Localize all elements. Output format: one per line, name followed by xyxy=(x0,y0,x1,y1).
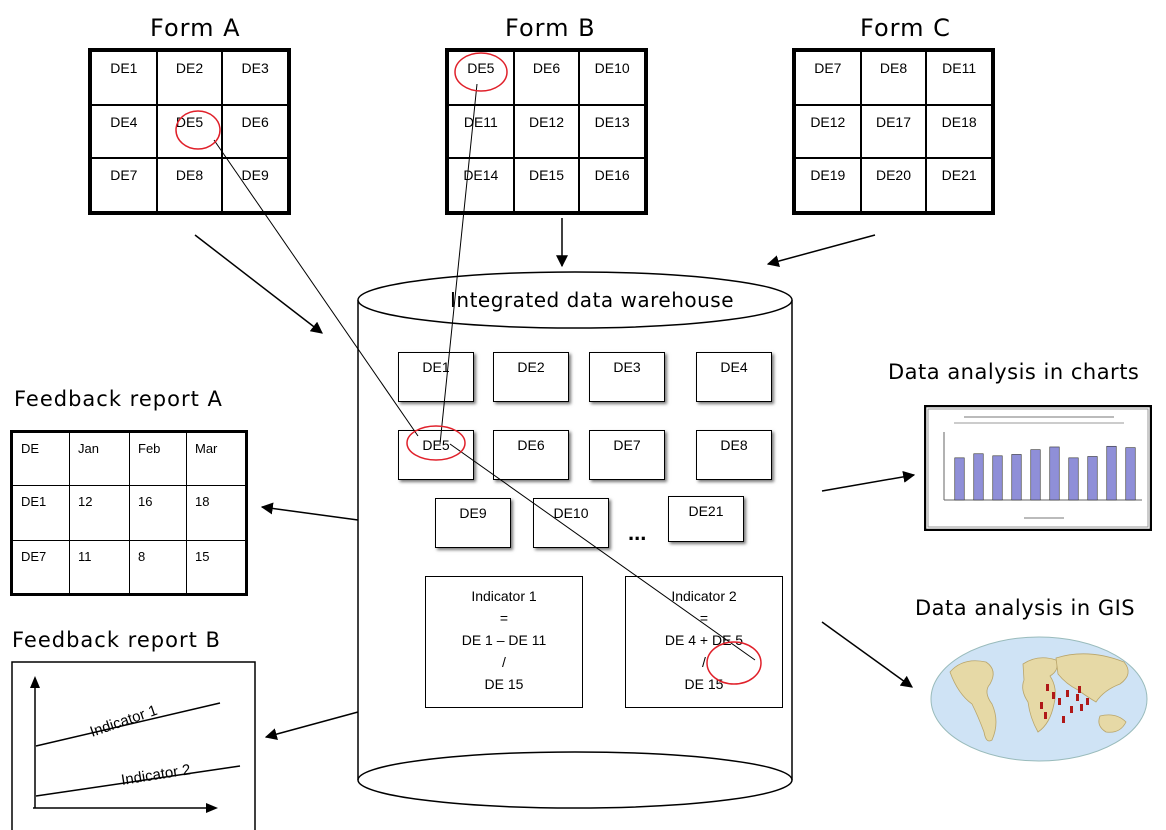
form-cell: DE3 xyxy=(222,51,288,105)
feedback-b-title: Feedback report B xyxy=(12,628,221,652)
form-c-grid: DE7 DE8 DE11 DE12 DE17 DE18 DE19 DE20 DE… xyxy=(792,48,995,215)
warehouse-element: DE21 xyxy=(668,496,744,542)
gis-map-thumbnail xyxy=(930,636,1148,762)
indicator-eq: = xyxy=(499,610,509,626)
map-marker xyxy=(1058,698,1061,705)
form-a-title: Form A xyxy=(150,14,241,42)
table-cell: DE xyxy=(11,430,70,487)
form-cell: DE12 xyxy=(795,104,861,159)
indicator-name: Indicator 1 xyxy=(471,588,537,604)
map-marker xyxy=(1076,694,1079,701)
warehouse-element: DE6 xyxy=(493,430,569,480)
land-australia xyxy=(1098,714,1127,733)
form-cell: DE7 xyxy=(91,158,157,212)
form-cell: DE11 xyxy=(926,51,992,105)
form-cell: DE13 xyxy=(579,104,645,159)
form-cell: DE8 xyxy=(860,51,927,105)
form-cell: DE4 xyxy=(91,104,157,159)
map-marker xyxy=(1046,684,1049,691)
map-marker xyxy=(1052,692,1055,699)
indicator-2-box: Indicator 2 = DE 4 + DE 5 / DE 15 xyxy=(625,576,783,708)
form-cell: DE7 xyxy=(795,51,861,105)
chart-bar xyxy=(973,453,984,501)
indicator-name: Indicator 2 xyxy=(671,588,737,604)
chart-bar xyxy=(1030,449,1041,501)
table-row: DE1 12 16 18 xyxy=(11,485,247,541)
table-cell: 11 xyxy=(69,539,130,596)
map-marker xyxy=(1040,702,1043,709)
warehouse-element: DE7 xyxy=(589,430,665,480)
land-americas xyxy=(949,660,997,742)
form-cell: DE19 xyxy=(795,158,861,212)
chart-bar xyxy=(1011,454,1022,501)
charts-title: Data analysis in charts xyxy=(888,360,1140,384)
form-cell: DE15 xyxy=(513,158,580,212)
warehouse-element: DE8 xyxy=(696,430,772,480)
map-marker xyxy=(1070,706,1073,713)
form-cell: DE12 xyxy=(513,104,580,159)
land-asia xyxy=(1055,653,1129,703)
map-marker xyxy=(1044,712,1047,719)
chart-bar xyxy=(1049,446,1060,501)
map-marker xyxy=(1086,698,1089,705)
map-marker xyxy=(1062,716,1065,723)
table-cell: 12 xyxy=(69,485,130,541)
chart-thumbnail xyxy=(924,405,1152,531)
form-cell: DE2 xyxy=(156,51,223,105)
indicator-div: / xyxy=(502,654,506,670)
indicator-eq: = xyxy=(699,610,709,626)
indicator-denominator: DE 15 xyxy=(484,676,524,692)
map-marker xyxy=(1066,690,1069,697)
chart-bar xyxy=(992,455,1003,501)
warehouse-element: DE2 xyxy=(493,352,569,402)
form-b-title: Form B xyxy=(505,14,596,42)
form-cell: DE6 xyxy=(513,51,580,105)
indicator-1-box: Indicator 1 = DE 1 – DE 11 / DE 15 xyxy=(425,576,583,708)
gis-title: Data analysis in GIS xyxy=(915,596,1136,620)
form-cell: DE21 xyxy=(926,158,992,212)
indicator-formula: DE 4 + DE 5 xyxy=(664,632,744,648)
warehouse-element: DE4 xyxy=(696,352,772,402)
chart-bar xyxy=(1125,447,1136,501)
map-marker xyxy=(1080,704,1083,711)
chart-bar xyxy=(1068,457,1079,501)
indicator-formula: DE 1 – DE 11 xyxy=(461,632,547,648)
chart-bar xyxy=(954,457,965,501)
table-cell: DE1 xyxy=(11,485,70,541)
form-cell: DE16 xyxy=(579,158,645,212)
warehouse-title: Integrated data warehouse xyxy=(450,288,735,312)
warehouse-element: DE10 xyxy=(533,498,609,548)
table-row: DE7 11 8 15 xyxy=(11,539,247,596)
form-cell: DE20 xyxy=(860,158,927,212)
indicator-denominator: DE 15 xyxy=(684,676,724,692)
warehouse-element: DE1 xyxy=(398,352,474,402)
warehouse-element: DE5 xyxy=(398,430,474,480)
chart-bar xyxy=(1087,456,1098,501)
form-cell: DE10 xyxy=(579,51,645,105)
table-cell: Feb xyxy=(129,430,187,487)
table-cell: DE7 xyxy=(11,539,70,596)
map-marker xyxy=(1078,686,1081,693)
indicator-div: / xyxy=(702,654,706,670)
form-cell: DE18 xyxy=(926,104,992,159)
warehouse-element: DE3 xyxy=(589,352,665,402)
feedback-b-chart: Indicator 1 Indicator 2 xyxy=(11,661,256,830)
form-cell: DE1 xyxy=(91,51,157,105)
ellipsis: ... xyxy=(628,520,647,545)
warehouse-element: DE9 xyxy=(435,498,511,548)
table-cell: 8 xyxy=(129,539,187,596)
feedback-a-title: Feedback report A xyxy=(14,387,223,411)
chart-bar xyxy=(1106,445,1117,501)
form-c-title: Form C xyxy=(860,14,951,42)
form-cell: DE17 xyxy=(860,104,927,159)
table-cell: 15 xyxy=(186,539,247,596)
